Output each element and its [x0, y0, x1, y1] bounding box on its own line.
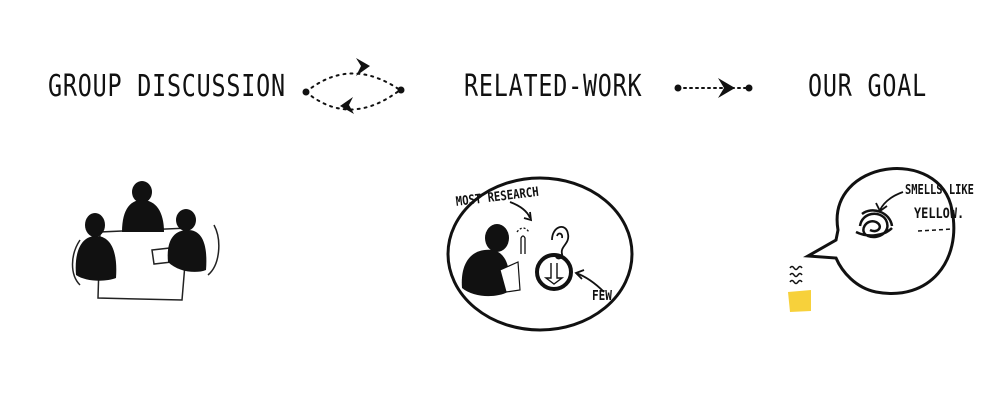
nose-icon — [543, 263, 565, 285]
bidirectional-arrow-icon — [302, 58, 405, 114]
pointing-finger-icon — [516, 227, 530, 254]
yellow-object-icon — [788, 290, 811, 312]
group-discussion-illustration — [71, 181, 220, 301]
yellow-label: YELLOW. — [914, 206, 965, 222]
steam-icon — [789, 265, 803, 285]
related-work-illustration — [446, 176, 634, 332]
smells-like-label: SMELLS LIKE — [905, 183, 974, 198]
few-label: FEW — [592, 289, 612, 304]
step-group-discussion-title: GROUP DISCUSSION — [48, 69, 286, 104]
our-goal-illustration — [788, 167, 956, 312]
step-our-goal-title: OUR GOAL — [808, 69, 927, 104]
right-arrow-icon — [674, 78, 753, 98]
step-related-work-title: RELATED-WORK — [464, 69, 643, 104]
